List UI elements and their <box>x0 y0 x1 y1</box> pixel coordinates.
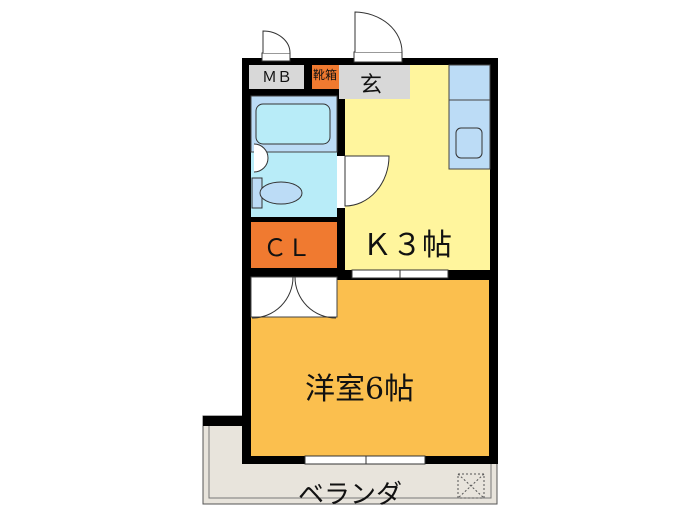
closet <box>251 222 337 268</box>
kitchen-sliding-door[interactable] <box>351 269 449 279</box>
mb-room <box>249 65 304 89</box>
toilet-icon <box>259 181 303 205</box>
shoe-box-label: 靴箱 <box>313 68 338 82</box>
washbasin-icon <box>253 143 269 173</box>
balcony-label: ベランダ <box>298 480 403 510</box>
closet-label: ＣＬ <box>263 234 311 262</box>
western-room-label: 洋室6帖 <box>305 372 415 407</box>
sink-icon <box>455 127 483 159</box>
shoe-box <box>312 65 339 89</box>
bathtub-icon <box>255 103 331 145</box>
bath-door[interactable] <box>337 155 390 208</box>
drain-icon <box>457 473 485 499</box>
entrance-door[interactable] <box>353 11 403 63</box>
mb-door[interactable] <box>261 30 291 62</box>
balcony-sliding-door[interactable] <box>304 455 426 465</box>
entrance-label: 玄 <box>360 73 383 98</box>
kitchen-label: Ｋ３帖 <box>362 228 452 263</box>
mb-label: ＭＢ <box>262 68 293 86</box>
